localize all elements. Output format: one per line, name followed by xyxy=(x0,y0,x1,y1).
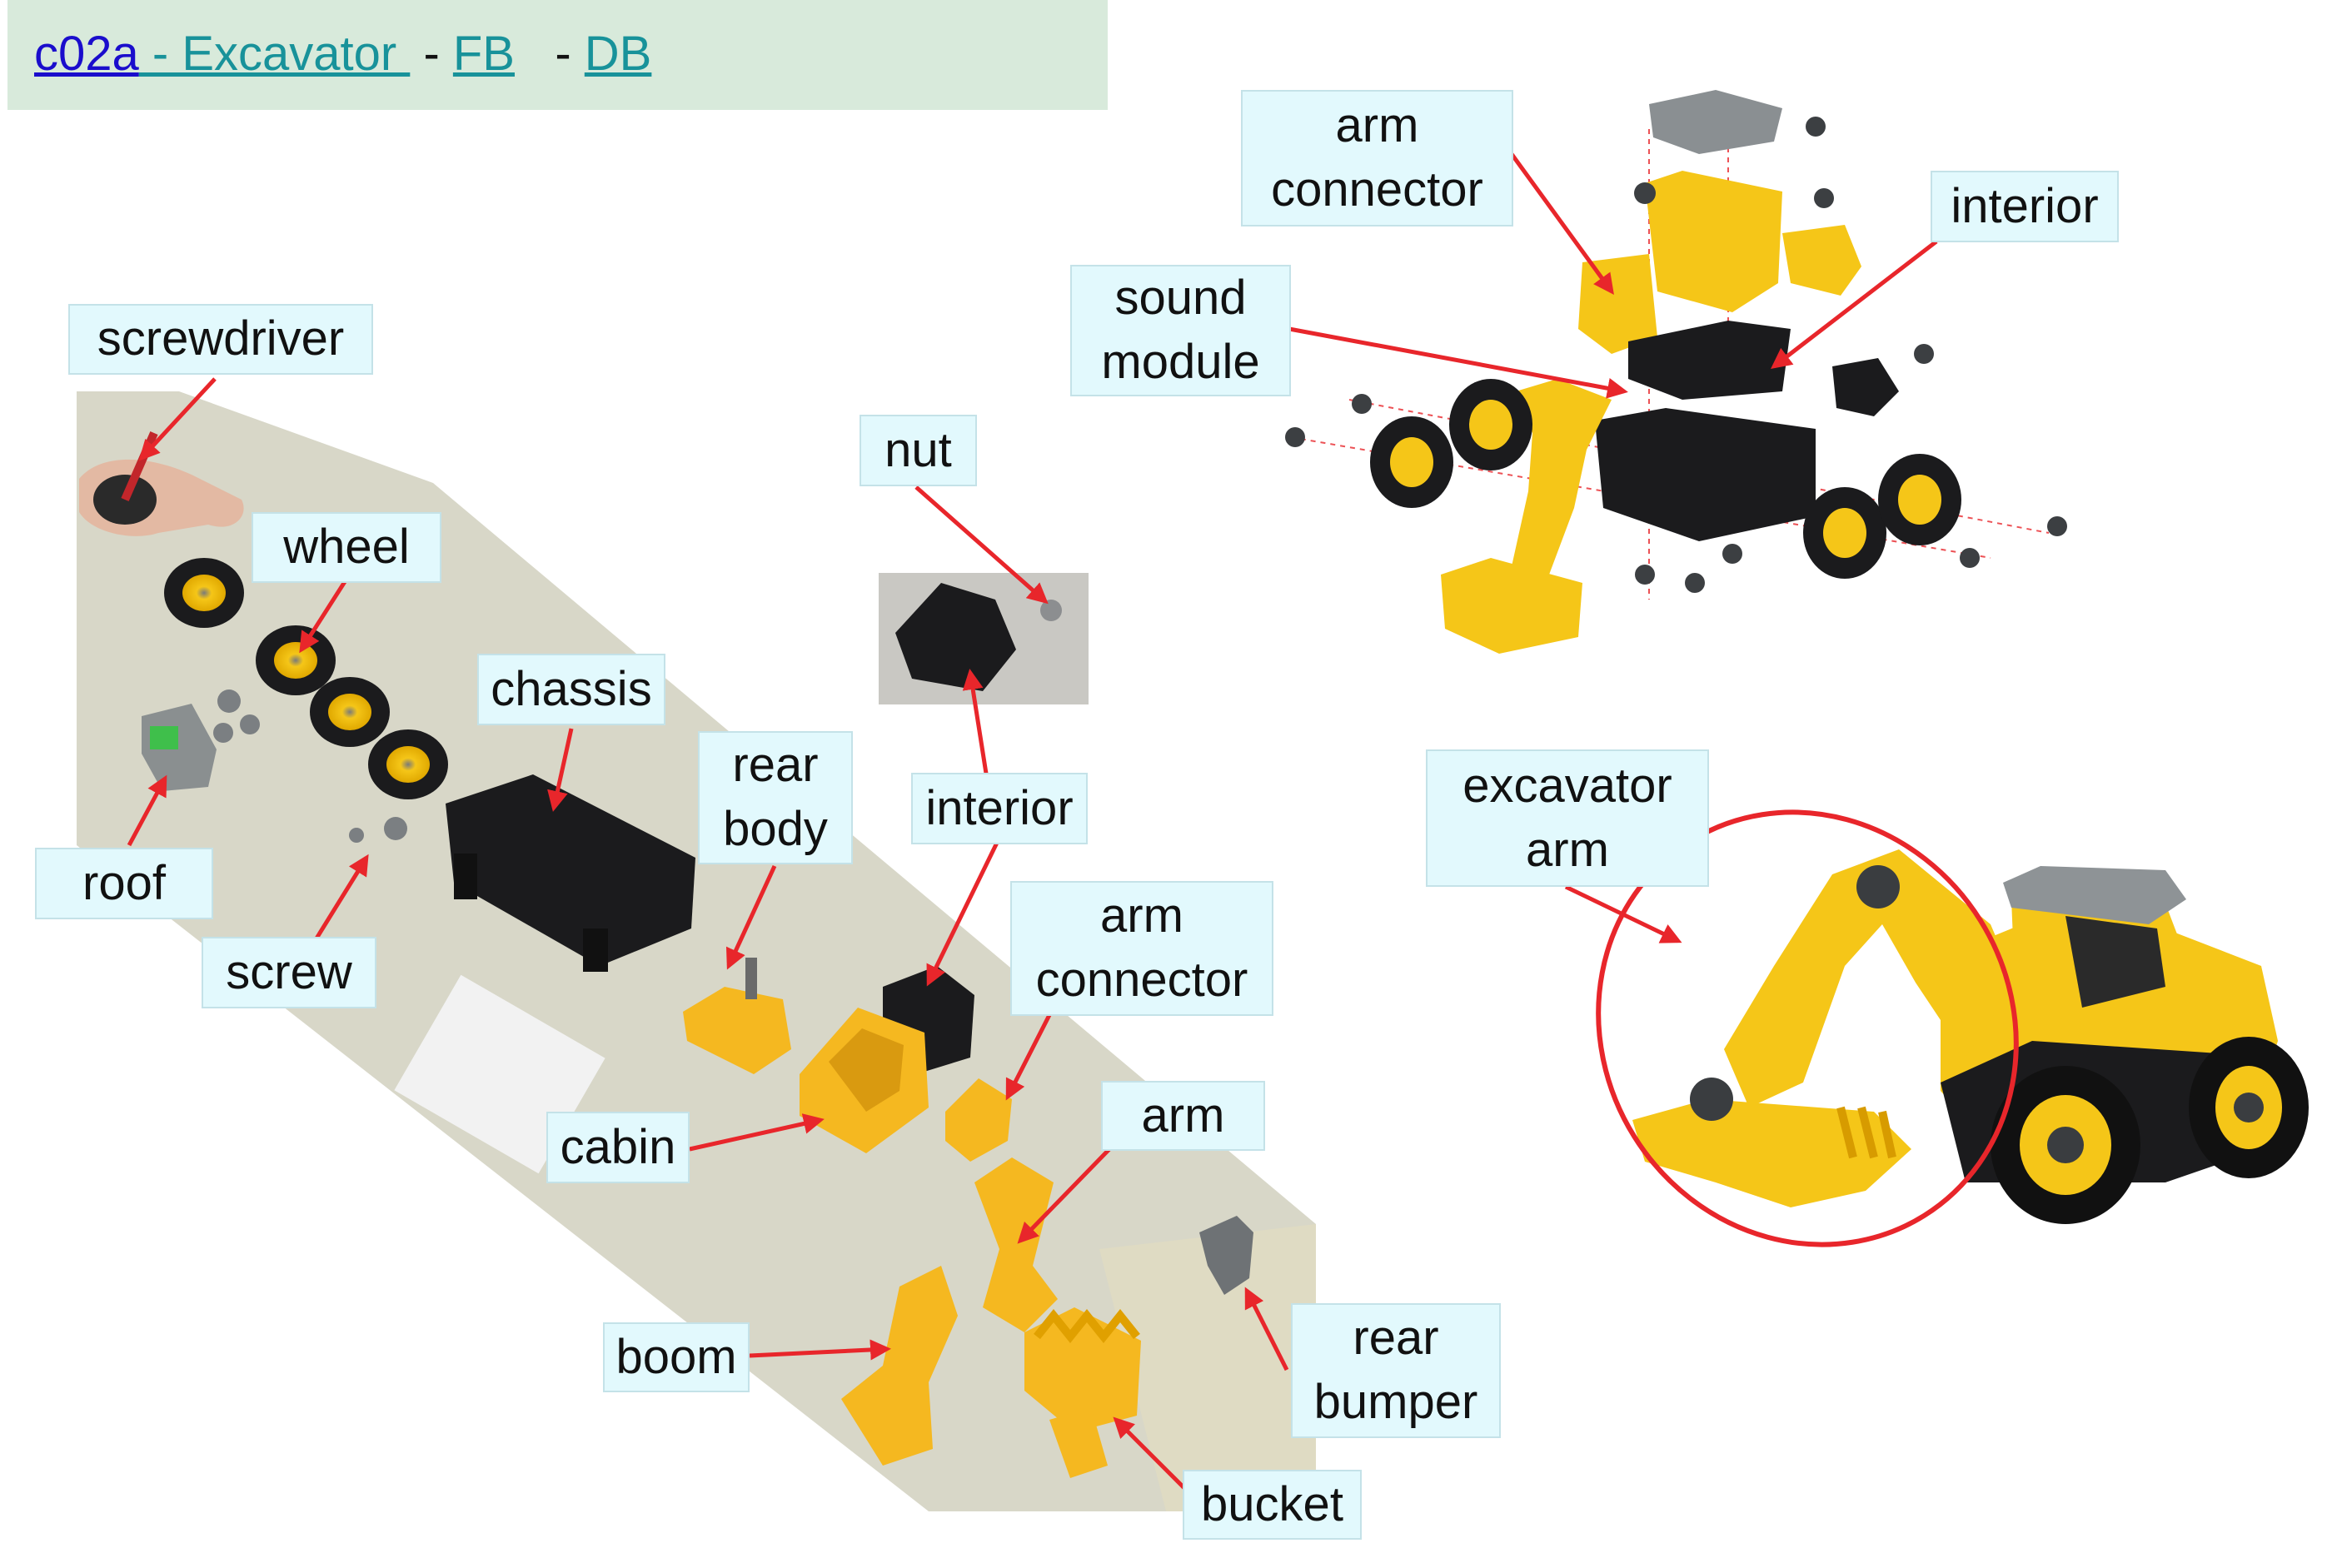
header-links: c02a - Excavator - FB - DB xyxy=(34,30,651,78)
exploded-sound-module xyxy=(1595,408,1816,541)
arrow-interior-exploded xyxy=(1771,240,1938,370)
fb-link[interactable]: FB xyxy=(452,27,515,81)
exploded-roof xyxy=(1649,90,1782,154)
excavator-link[interactable]: - Excavator xyxy=(138,27,411,81)
label-wheel: wheel xyxy=(252,512,441,583)
separator: - xyxy=(410,27,453,81)
exploded-side-bracket xyxy=(1832,358,1899,416)
arrow-bucket xyxy=(1113,1416,1188,1492)
excavator-bucket-teeth xyxy=(1836,1106,1896,1159)
arrow-screwdriver xyxy=(138,377,217,461)
arm-connector-part xyxy=(945,1078,1012,1162)
label-interior-exploded: interior xyxy=(1931,171,2119,242)
excavator-wheels xyxy=(1991,1037,2309,1224)
excavator-roof xyxy=(2003,866,2186,924)
roof-part xyxy=(142,704,217,791)
arrow-excavator-arm xyxy=(1564,884,1682,943)
label-sound-module: sound module xyxy=(1070,265,1291,396)
arrow-chassis xyxy=(547,728,574,812)
label-screwdriver: screwdriver xyxy=(68,304,373,375)
exploded-arm xyxy=(1512,379,1612,575)
label-rear-bumper: rear bumper xyxy=(1291,1303,1501,1438)
arrow-rear-bumper xyxy=(1244,1287,1289,1371)
nut-inset-photo xyxy=(879,573,1089,704)
arrow-arm-connector-exploded xyxy=(1509,152,1614,296)
wheels-group xyxy=(164,558,448,799)
label-nut: nut xyxy=(860,415,977,486)
item-id-link[interactable]: c02a xyxy=(34,27,139,81)
arm-part xyxy=(974,1157,1058,1332)
excavator-cab-window xyxy=(2065,916,2165,1008)
rear-bumper-part xyxy=(1199,1216,1253,1295)
arrow-screw xyxy=(310,854,369,947)
chassis-part xyxy=(446,774,695,972)
arrow-interior-parts xyxy=(926,839,1000,987)
exploded-bucket xyxy=(1441,558,1582,654)
label-screw: screw xyxy=(202,937,376,1008)
arrow-cabin xyxy=(689,1113,825,1152)
arrow-boom xyxy=(749,1339,891,1361)
assembled-excavator xyxy=(1596,809,2309,1247)
boom-part xyxy=(841,1266,958,1466)
label-excavator-arm: excavator arm xyxy=(1426,749,1709,887)
label-bucket: bucket xyxy=(1183,1470,1362,1540)
loose-screws xyxy=(213,689,407,843)
exploded-screws xyxy=(1285,117,2067,593)
rear-body-part xyxy=(683,958,791,1074)
label-chassis: chassis xyxy=(477,654,665,725)
arrow-roof xyxy=(127,774,167,847)
exploded-wheels xyxy=(1370,379,1961,579)
arrow-arm-connector xyxy=(1005,1010,1054,1101)
bucket-part xyxy=(1024,1307,1141,1478)
label-arm-connector-photo: arm connector xyxy=(1010,881,1273,1016)
arrow-nut xyxy=(914,485,1049,605)
exploded-view xyxy=(1285,90,2067,654)
exploded-rear-panel xyxy=(1782,225,1861,296)
excavator-pivots xyxy=(1690,865,1900,1121)
label-arm-connector-exploded: arm connector xyxy=(1241,90,1513,226)
exploded-cabin xyxy=(1645,171,1782,312)
arrow-rear-body xyxy=(725,864,777,970)
cabin-part xyxy=(800,1008,929,1153)
exploded-interior xyxy=(1628,321,1791,400)
label-interior-photo: interior xyxy=(911,773,1088,844)
arrow-sound-module xyxy=(1288,326,1628,399)
label-arm: arm xyxy=(1101,1081,1265,1151)
header-bar: c02a - Excavator - FB - DB xyxy=(7,0,1108,110)
separator: - xyxy=(515,27,585,81)
arrow-wheel xyxy=(299,579,348,654)
arrow-arm xyxy=(1017,1147,1111,1244)
label-boom: boom xyxy=(603,1322,750,1392)
label-cabin: cabin xyxy=(546,1112,690,1183)
excavator-arm xyxy=(1724,849,2016,1108)
db-link[interactable]: DB xyxy=(584,27,652,81)
label-rear-body: rear body xyxy=(698,731,853,864)
label-roof: roof xyxy=(35,848,213,919)
